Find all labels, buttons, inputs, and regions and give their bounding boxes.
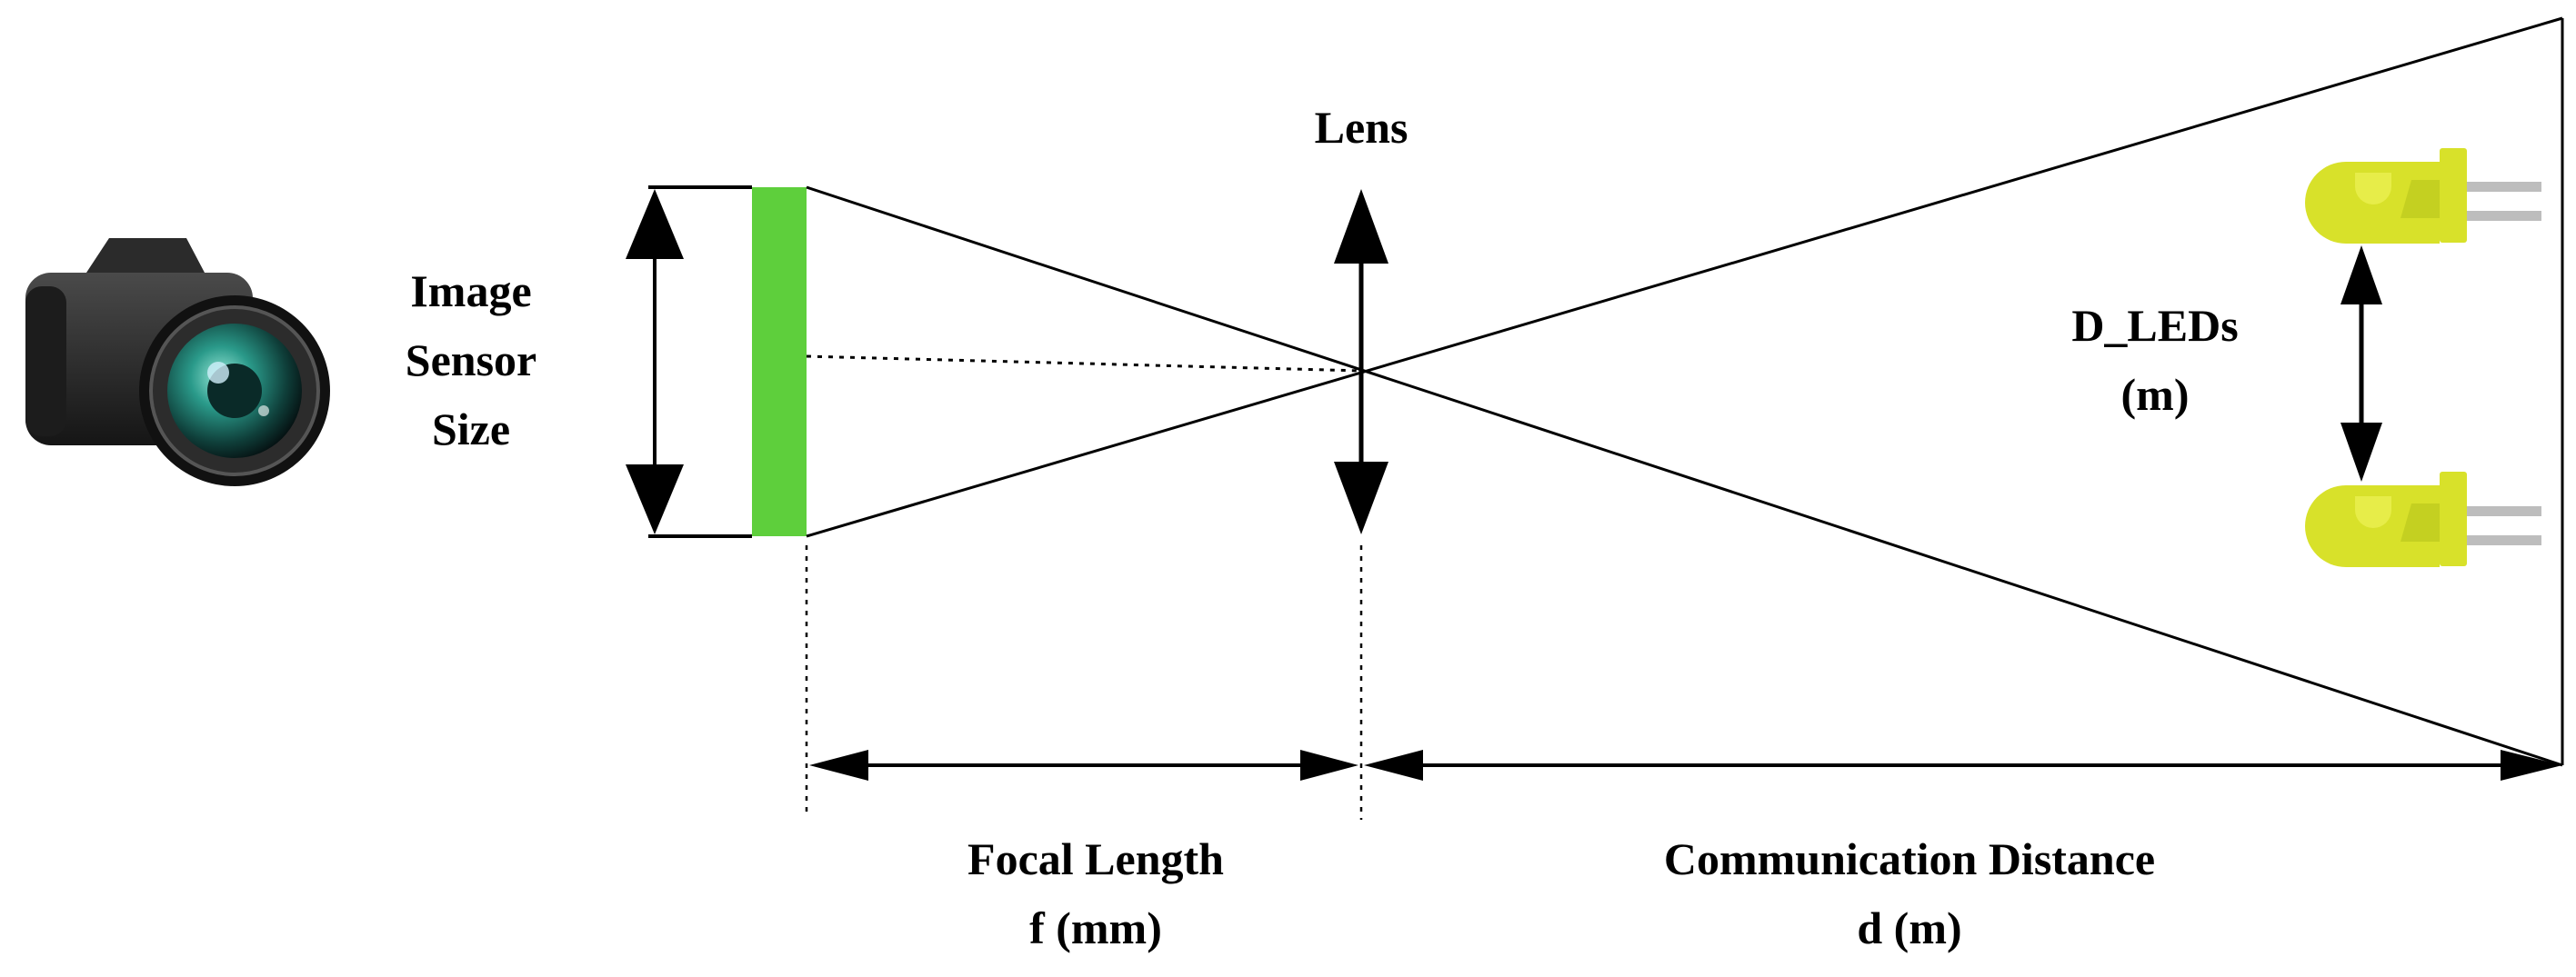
focal-arrow-head-right xyxy=(1300,750,1358,781)
sensor-arrow-head-top xyxy=(626,189,684,259)
communication-distance-label: Communication Distance d (m) xyxy=(1582,824,2237,962)
ray-lines xyxy=(806,16,2564,767)
led-icon xyxy=(2305,148,2541,244)
camera-icon xyxy=(25,238,330,486)
d-leds-arrow-head-bottom xyxy=(2340,423,2382,482)
lens-arrow-head-bottom xyxy=(1334,462,1388,534)
d-leds-label: D_LEDs (m) xyxy=(2037,291,2273,429)
image-sensor-size-label: Image Sensor Size xyxy=(362,256,580,464)
d-leds-line-1: D_LEDs xyxy=(2071,300,2239,351)
communication-distance-line-2: d (m) xyxy=(1857,902,1962,953)
lens-arrow-head-top xyxy=(1334,189,1388,264)
focal-arrow-head-left xyxy=(809,750,868,781)
lens-label: Lens xyxy=(1314,102,1408,153)
focal-length-label: Focal Length f (mm) xyxy=(896,824,1296,962)
image-sensor-size-line-3: Size xyxy=(431,404,511,454)
image-sensor xyxy=(752,187,807,536)
distance-arrow-head-left xyxy=(1364,750,1423,781)
sensor-size-arrow xyxy=(648,185,752,538)
d-leds-arrow-head-top xyxy=(2340,245,2382,304)
optical-axis xyxy=(806,354,1362,373)
distance-arrow-head-right xyxy=(2501,750,2562,781)
communication-distance-line-1: Communication Distance xyxy=(1663,833,2156,884)
d-leds-line-2: (m) xyxy=(2120,369,2190,420)
sensor-arrow-head-bottom xyxy=(626,464,684,534)
focal-length-line-2: f (mm) xyxy=(1029,902,1162,953)
image-sensor-size-line-2: Sensor xyxy=(405,334,537,385)
image-sensor-size-line-1: Image xyxy=(410,265,532,316)
guide-lines xyxy=(805,545,1363,820)
led-icon xyxy=(2305,472,2541,567)
focal-length-line-1: Focal Length xyxy=(967,833,1224,884)
